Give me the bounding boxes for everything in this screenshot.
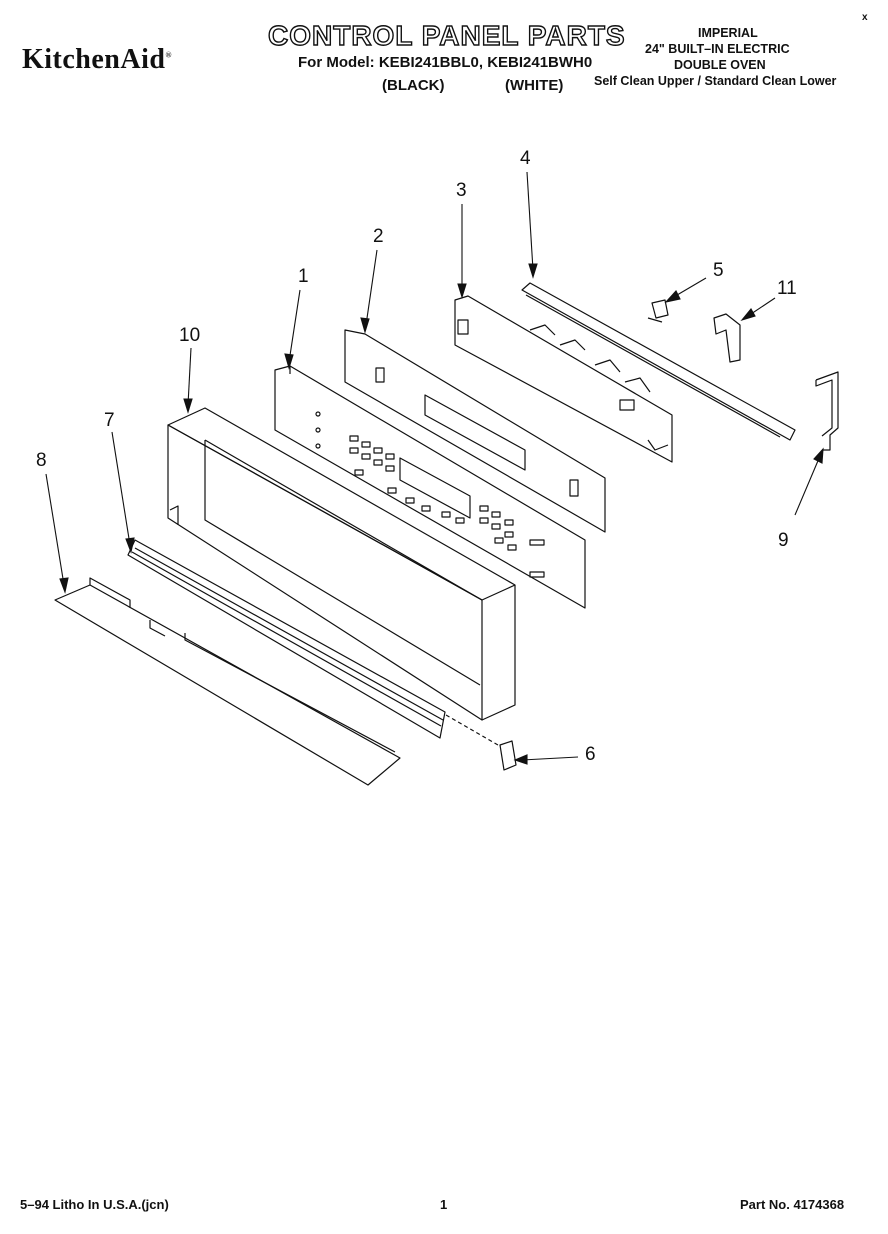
- part-1-control-panel: [274, 365, 586, 609]
- leader-7: [111, 431, 131, 546]
- callout-7: 7: [104, 410, 115, 431]
- model-line: For Model: KEBI241BBL0, KEBI241BWH0: [298, 54, 593, 71]
- brand-logo: KitchenAid®: [22, 44, 172, 76]
- footer-litho: 5–94 Litho In U.S.A.(jcn): [20, 1197, 169, 1212]
- spec-line-4: Self Clean Upper / Standard Clean Lower: [594, 74, 837, 88]
- part-8-trim-strip: [54, 577, 401, 786]
- callout-11: 11: [777, 278, 797, 299]
- part-5-clip: [647, 299, 669, 323]
- leader-6: [521, 756, 579, 761]
- part-6-clip: [445, 714, 517, 771]
- part-7-channel: [127, 539, 446, 739]
- part-4-support-rail: [521, 282, 796, 441]
- spec-line-1: IMPERIAL: [698, 26, 758, 40]
- callout-1: 1: [298, 266, 309, 287]
- callout-3: 3: [456, 180, 467, 201]
- callout-6: 6: [585, 744, 596, 765]
- callout-8: 8: [36, 450, 47, 471]
- callout-5: 5: [713, 260, 724, 281]
- page-title: CONTROL PANEL PARTS: [267, 19, 626, 51]
- callout-2: 2: [373, 226, 384, 247]
- leader-4: [526, 171, 534, 271]
- leader-2: [365, 249, 378, 326]
- spec-line-2: 24" BUILT–IN ELECTRIC: [645, 42, 790, 56]
- variant-black-label: (BLACK): [382, 77, 445, 94]
- part-10-frame: [167, 407, 516, 721]
- brand-name: KitchenAid: [22, 44, 166, 75]
- leader-8: [45, 473, 65, 586]
- part-11-bracket: [713, 313, 741, 363]
- footer-part-number: Part No. 4174368: [740, 1197, 845, 1212]
- part-2-graphic-overlay: [344, 329, 606, 533]
- footer-page-number: 1: [440, 1197, 448, 1212]
- callout-9: 9: [778, 530, 789, 551]
- leader-1: [288, 289, 301, 363]
- callout-4: 4: [520, 148, 531, 169]
- variant-white-label: (WHITE): [505, 77, 564, 94]
- spec-line-3: DOUBLE OVEN: [674, 58, 766, 72]
- leader-10: [187, 347, 192, 406]
- leader-9: [794, 455, 821, 516]
- corner-mark: x: [862, 12, 868, 23]
- callout-10: 10: [179, 325, 200, 346]
- part-3-control-board: [454, 295, 673, 463]
- brand-registered-mark: ®: [165, 50, 172, 60]
- part-9-strap: [815, 371, 839, 451]
